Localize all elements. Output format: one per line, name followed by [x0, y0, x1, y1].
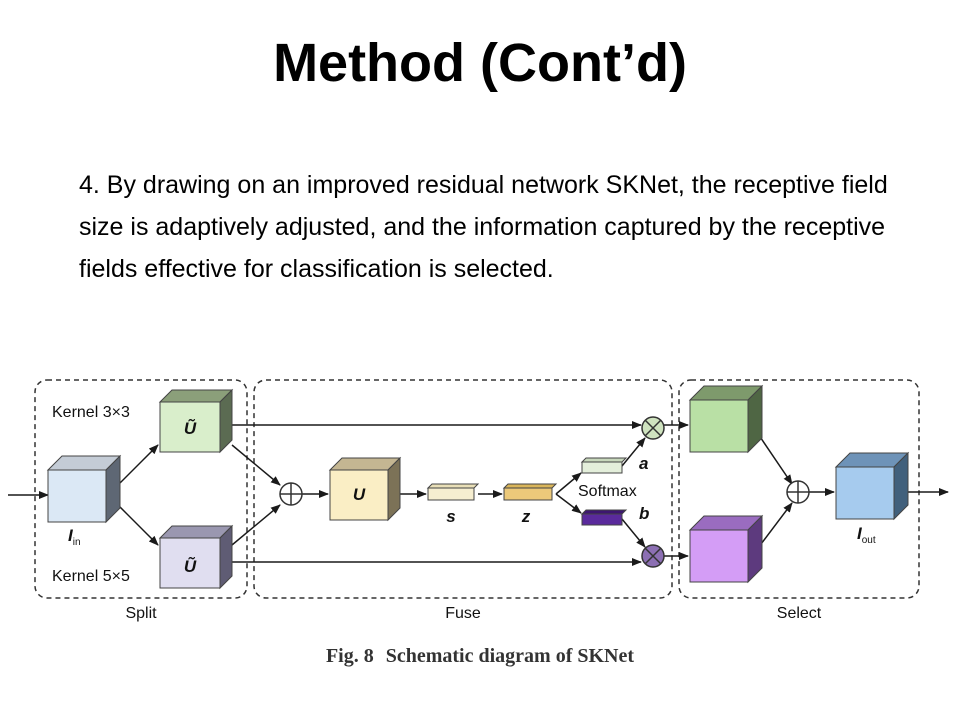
slide-title: Method (Cont’d)	[273, 33, 687, 93]
select-sum-icon	[786, 480, 810, 504]
input-feature-cube	[46, 454, 122, 524]
u-label: U	[353, 485, 366, 504]
input-label: Iin	[68, 526, 81, 548]
u-hat-label: Ũ	[184, 556, 197, 576]
multiply-bottom-icon	[641, 544, 665, 568]
split-section-frame	[34, 379, 248, 599]
z-vector-bar	[502, 483, 558, 501]
a-label: a	[639, 454, 648, 473]
s-label: s	[446, 507, 455, 526]
figure-caption: Fig. 8 Schematic diagram of SKNet	[0, 645, 960, 668]
select-top-cube	[688, 384, 764, 454]
select-label: Select	[777, 605, 822, 622]
u-fused-cube	[328, 456, 402, 522]
a-attention-bar	[580, 457, 628, 474]
b-label: b	[639, 504, 649, 523]
slide-body-text: 4. By drawing on an improved residual ne…	[79, 171, 888, 283]
element-sum-icon	[279, 482, 303, 506]
multiply-top-icon	[641, 416, 665, 440]
kernel-5x5-label: Kernel 5×5	[52, 568, 130, 585]
s-vector-bar	[426, 483, 480, 501]
softmax-label: Softmax	[578, 483, 637, 500]
z-label: z	[521, 507, 531, 526]
b-attention-bar	[580, 509, 628, 526]
split-label: Split	[125, 605, 157, 622]
connection-arrows	[8, 421, 949, 566]
output-label: Iout	[857, 524, 876, 546]
figure-caption-text: Schematic diagram of SKNet	[385, 645, 635, 667]
fuse-section-frame	[253, 379, 673, 599]
figure-number: Fig. 8	[325, 645, 374, 667]
sknet-diagram: Iin Kernel 3×3 Kernel 5×5 Ũ Ũ U s z	[8, 379, 949, 622]
u-tilde-label: Ũ	[184, 418, 197, 438]
select-section-frame	[678, 379, 920, 599]
output-feature-cube	[834, 451, 910, 521]
kernel-3x3-label: Kernel 3×3	[52, 404, 130, 421]
u-hat-cube	[158, 524, 234, 590]
u-tilde-cube	[158, 388, 234, 454]
fuse-label: Fuse	[445, 605, 481, 622]
select-bottom-cube	[688, 514, 764, 584]
